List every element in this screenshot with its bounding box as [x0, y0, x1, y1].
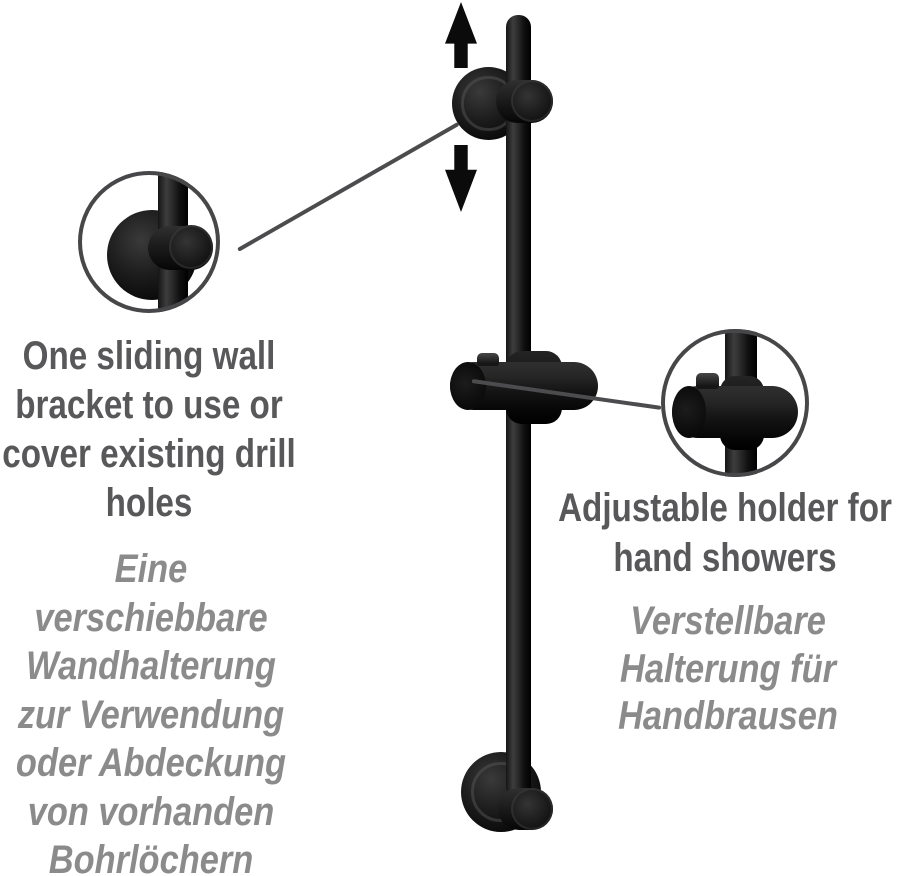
caption-line: Wandhalterung [26, 644, 276, 688]
bracket-callout-line [237, 122, 460, 252]
holder-release-tab [477, 353, 499, 366]
down-arrow-icon [445, 145, 477, 212]
adjustable-holder-caption-en: Adjustable holder for hand showers [530, 483, 900, 583]
caption-line: von vorhanden [27, 789, 275, 834]
caption-line: hand showers [613, 536, 837, 580]
caption-line: One sliding wall [22, 334, 276, 378]
caption-line: holes [105, 481, 193, 525]
up-arrow-icon [445, 2, 477, 68]
caption-line: Handbrausen [618, 694, 838, 738]
bottom-wall-bracket-knob [511, 788, 553, 830]
caption-line: zur Verwendung [17, 692, 285, 737]
bracket-zoom-ring [78, 171, 220, 313]
caption-line: Eine [114, 547, 188, 591]
caption-line: Bohrlöchern [48, 838, 254, 876]
caption-line: cover existing drill [2, 432, 296, 476]
holder-end-cap [450, 362, 486, 410]
holder-zoom-ring [661, 329, 809, 477]
caption-line: oder Abdeckung [15, 741, 287, 785]
adjustable-holder-caption-de: Verstellbare Halterung für Handbrausen [526, 598, 900, 741]
sliding-bracket-caption-de: Eine verschiebbare Wandhalterung zur Ver… [0, 545, 314, 876]
caption-line: bracket to use or [15, 383, 283, 427]
caption-line: verschiebbare [34, 595, 268, 640]
sliding-bracket-caption-en: One sliding wall bracket to use or cover… [0, 332, 307, 528]
caption-line: Verstellbare [630, 599, 826, 643]
top-wall-bracket-knob [511, 80, 553, 122]
caption-line: Adjustable holder for [558, 486, 892, 530]
caption-line: Halterung für [620, 646, 836, 691]
